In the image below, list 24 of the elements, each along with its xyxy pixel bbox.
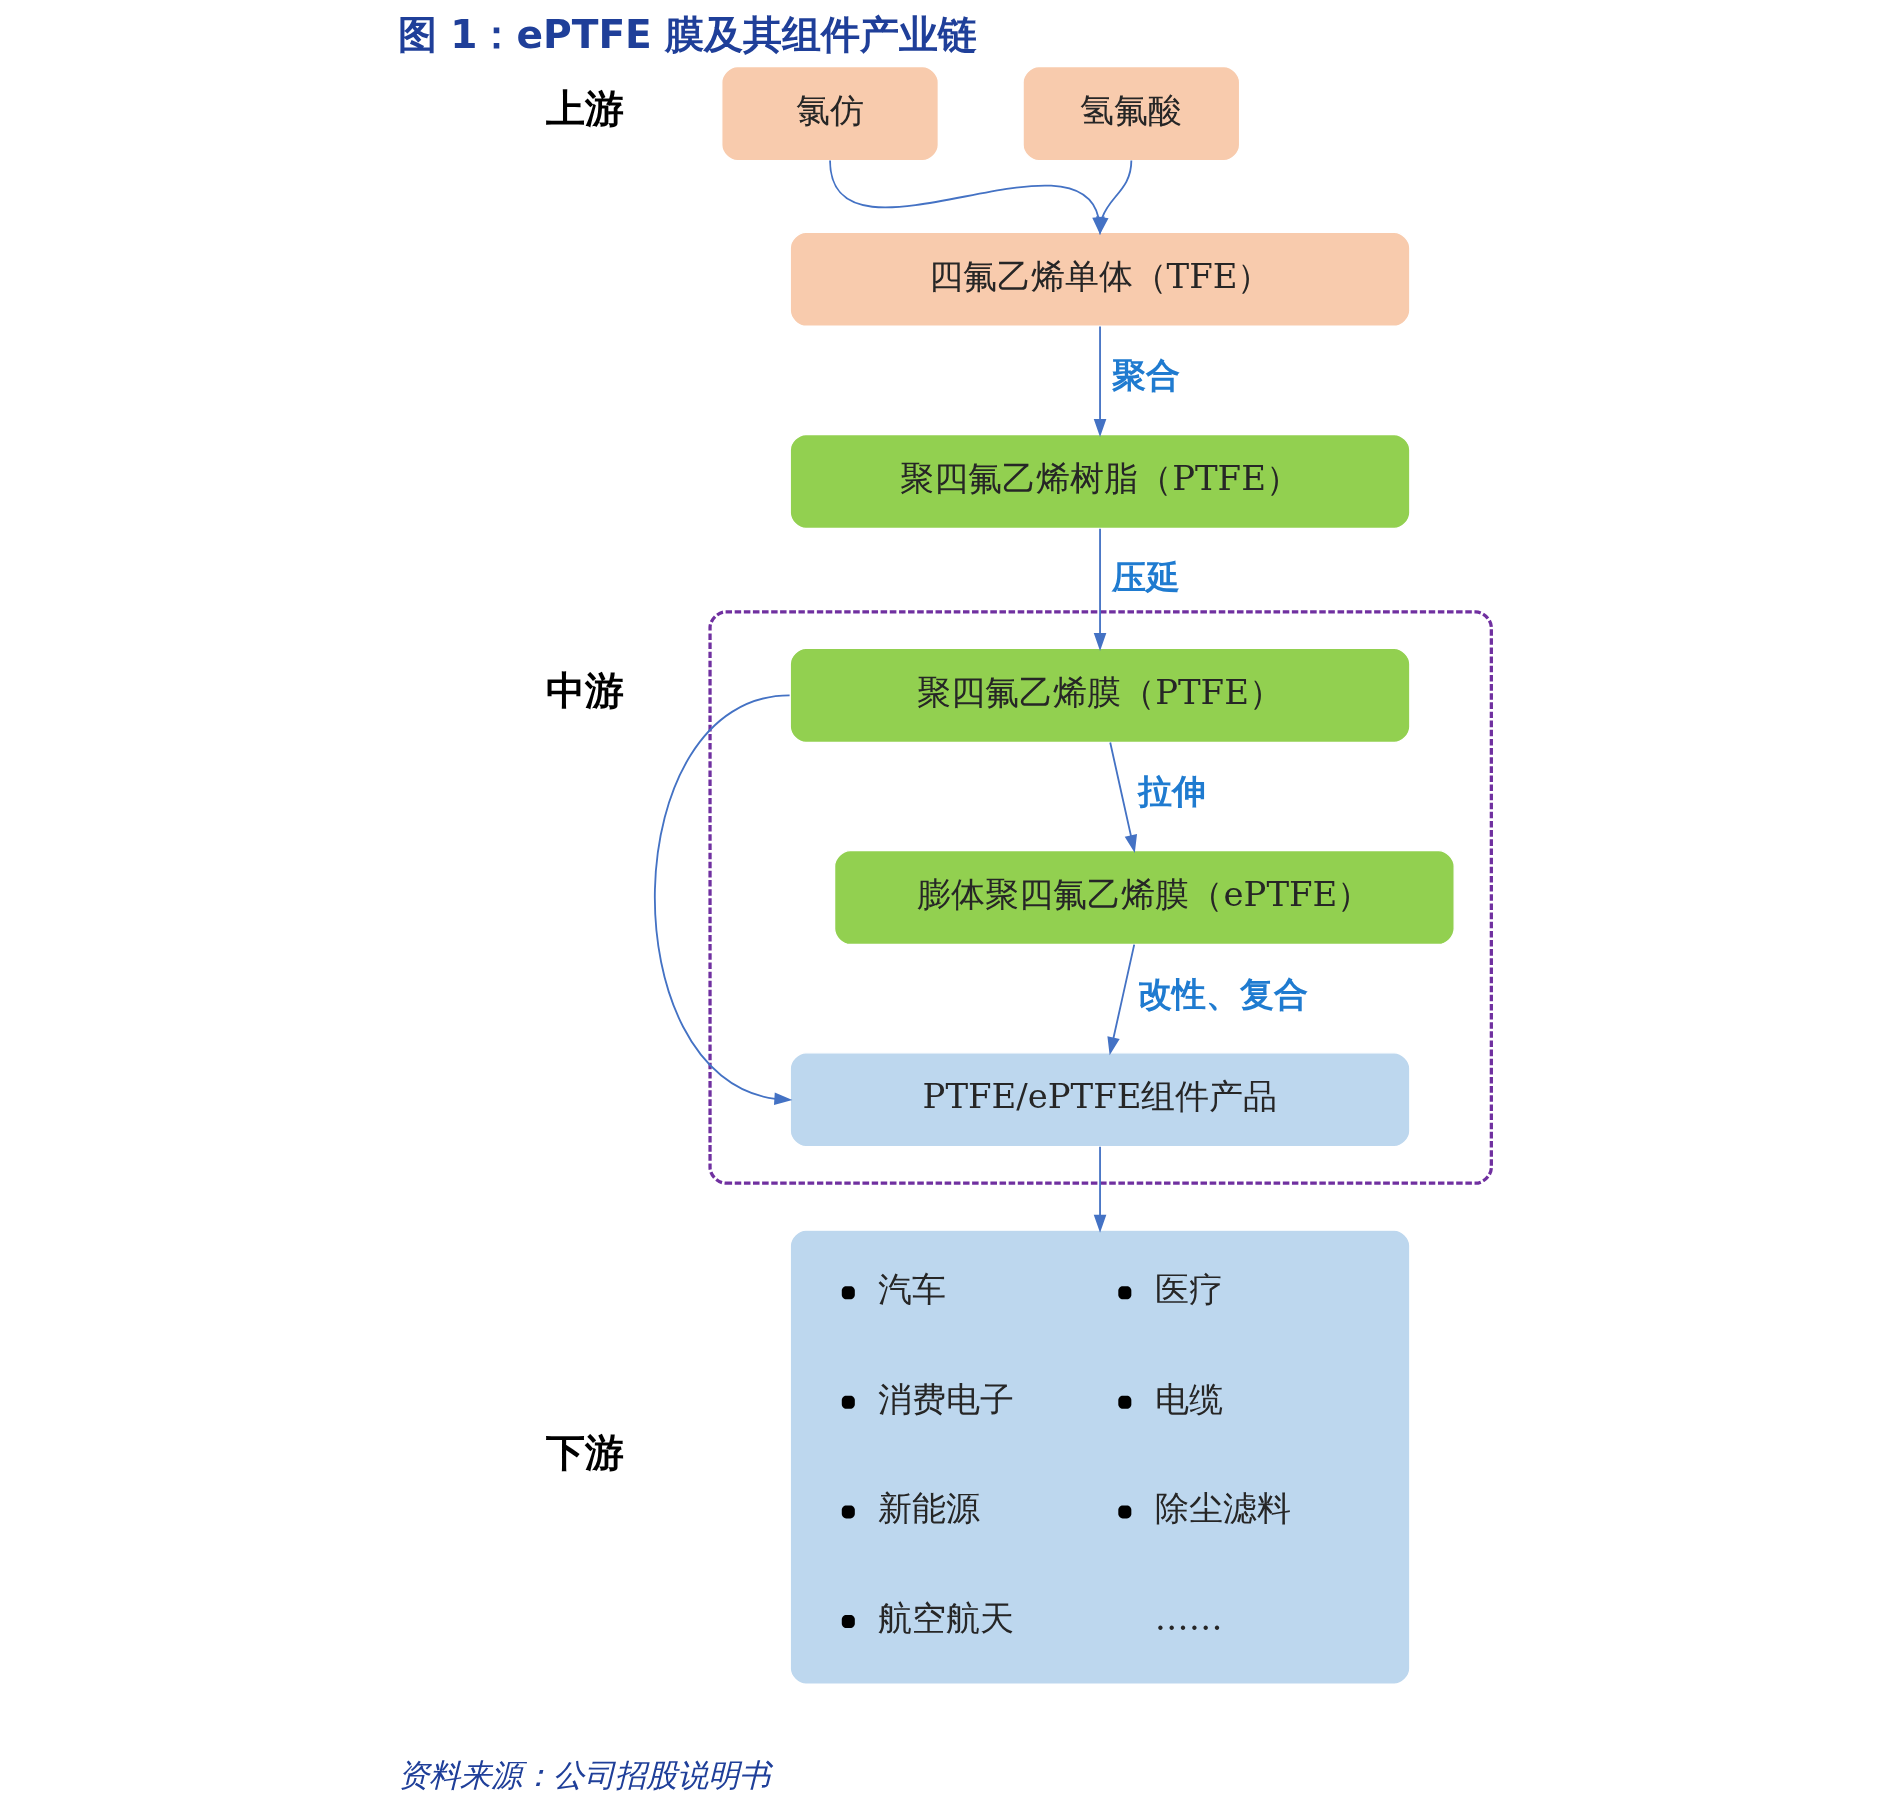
arrow <box>1109 741 1138 854</box>
node-box: 膨体聚四氟乙烯膜（ePTFE） <box>833 849 1455 946</box>
node-box: 四氟乙烯单体（TFE） <box>789 231 1411 327</box>
node-box: PTFE/ePTFE组件产品 <box>789 1052 1411 1148</box>
arrow <box>1107 943 1136 1056</box>
node-box: 汽车 医疗 消费电子 电缆 新能源 除尘滤料 航空航天 …… <box>789 1229 1411 1685</box>
arrow <box>654 694 793 1106</box>
arrow <box>1096 159 1133 236</box>
arrow <box>1093 527 1107 652</box>
label: 下游 <box>546 1428 625 1475</box>
arrow <box>1093 325 1107 438</box>
label: 中游 <box>546 666 625 713</box>
node-box: 氢氟酸 <box>1022 66 1241 162</box>
edge-label: 拉伸 <box>1137 771 1206 812</box>
edge-label: 压延 <box>1111 557 1180 598</box>
diagram-title: 图 1：ePTFE 膜及其组件产业链 <box>397 12 978 58</box>
node-box: 氯仿 <box>721 66 939 162</box>
edge-label: 聚合 <box>1111 355 1180 396</box>
arrow <box>1093 1145 1107 1233</box>
node-box: 聚四氟乙烯膜（PTFE） <box>789 647 1411 743</box>
edge-label: 改性、复合 <box>1137 973 1308 1014</box>
cluster <box>708 610 1493 1185</box>
node-box: 聚四氟乙烯树脂（PTFE） <box>789 433 1411 530</box>
label: 上游 <box>546 85 625 132</box>
